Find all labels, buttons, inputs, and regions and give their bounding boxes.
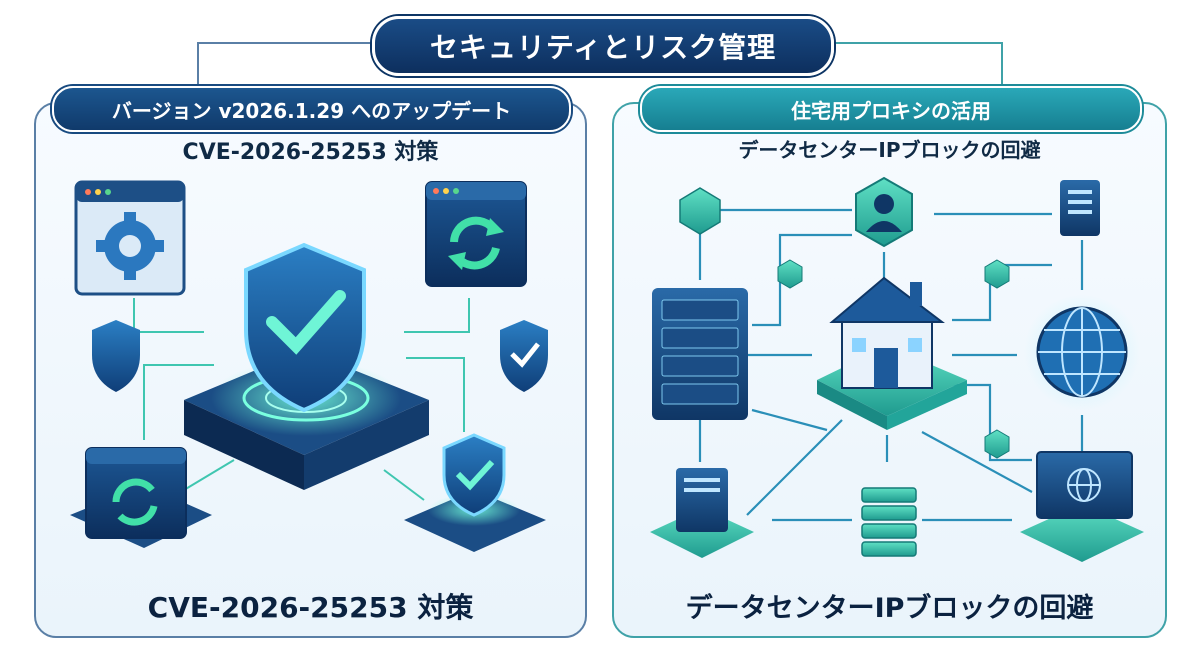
panel-left-subheading: CVE-2026-25253 対策 bbox=[182, 140, 439, 165]
shield-check-icon bbox=[92, 320, 140, 392]
stack-server-icon bbox=[861, 487, 917, 557]
right-illustration bbox=[650, 176, 1144, 562]
panel-left-caption: CVE-2026-25253 対策 bbox=[147, 591, 474, 624]
cube-node-icon bbox=[679, 187, 721, 235]
shield-check-icon bbox=[404, 433, 546, 552]
sync-window-icon bbox=[425, 181, 527, 287]
panel-right-header: 住宅用プロキシの活用 bbox=[640, 86, 1142, 132]
monitor-globe-icon bbox=[1020, 451, 1144, 562]
page-title: セキュリティとリスク管理 bbox=[372, 16, 834, 76]
house-icon bbox=[817, 276, 967, 430]
panel-right-subheading: データセンターIPブロックの回避 bbox=[738, 138, 1041, 162]
panel-left-header: バージョン v2026.1.29 へのアップデート bbox=[52, 86, 571, 132]
main-shield-platform bbox=[184, 242, 429, 490]
gear-window-icon bbox=[74, 180, 186, 296]
sync-window-icon bbox=[70, 447, 212, 548]
shield-check-icon bbox=[500, 320, 548, 392]
left-illustration bbox=[70, 180, 548, 552]
server-rack-icon bbox=[652, 288, 748, 420]
panel-right-caption: データセンターIPブロックの回避 bbox=[685, 593, 1094, 624]
globe-icon bbox=[1024, 294, 1140, 410]
server-icon bbox=[1060, 180, 1100, 236]
user-node-icon bbox=[855, 176, 913, 248]
server-tower-icon bbox=[650, 468, 754, 558]
cube-node-icon bbox=[777, 259, 1010, 459]
